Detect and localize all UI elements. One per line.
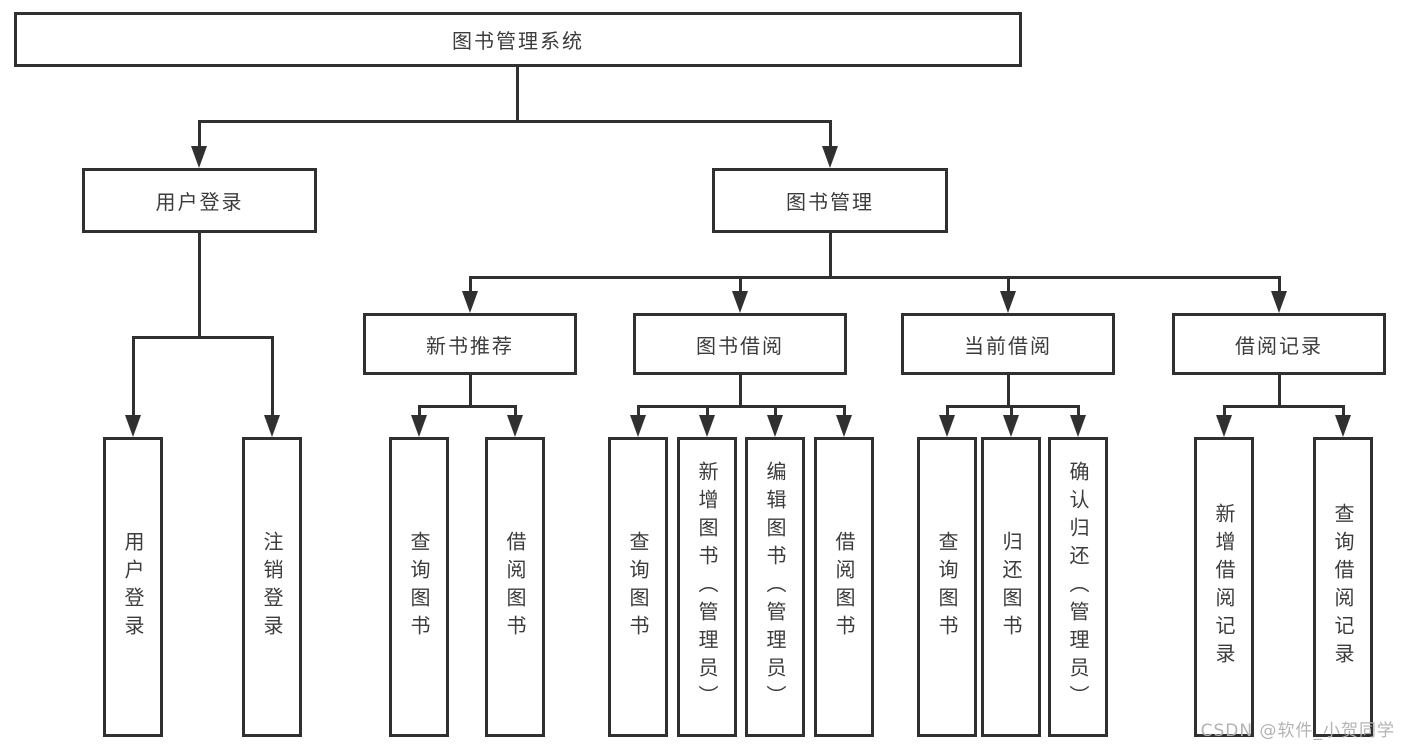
arrow-down-icon	[836, 415, 852, 437]
connector-drop-leaf	[945, 405, 949, 417]
connector-new-book-recommend-branch-line	[417, 405, 517, 408]
connector-drop-leaf	[1341, 405, 1345, 417]
connector-drop-new-book-recommend	[468, 276, 472, 293]
arrow-down-icon	[1335, 415, 1351, 437]
connector-drop-book-management	[828, 120, 832, 148]
connector-drop-borrowing-records	[1277, 276, 1281, 293]
arrow-down-icon	[699, 415, 715, 437]
node-user-login-label: 用户登录	[155, 190, 244, 214]
arrow-down-icon	[630, 415, 646, 437]
leaf-add-borrow-record: 新增借阅记录	[1194, 437, 1254, 737]
leaf-recommend-query-books: 查询图书	[389, 437, 449, 737]
leaf-recommend-query-books-label: 查询图书	[407, 531, 431, 643]
connector-drop-leaf	[842, 405, 846, 417]
connector-drop-leaf	[773, 405, 777, 417]
leaf-confirm-return-admin-label: 确认归还（管理员）	[1066, 461, 1090, 713]
connector-drop-leaf	[1076, 405, 1080, 417]
node-book-borrowing: 图书借阅	[633, 313, 847, 375]
connector-drop-leaf	[417, 405, 421, 417]
connector-new-book-recommend-stem	[468, 375, 472, 408]
connector-drop-book-borrowing	[738, 276, 742, 293]
connector-root-branch-line	[197, 120, 832, 123]
arrow-down-icon	[1070, 415, 1086, 437]
connector-root-stem	[515, 67, 519, 120]
connector-drop-leaf	[636, 405, 640, 417]
leaf-logout-label: 注销登录	[260, 531, 284, 643]
node-borrowing-records-label: 借阅记录	[1235, 333, 1323, 358]
leaf-return-books: 归还图书	[981, 437, 1041, 737]
leaf-recommend-borrow-books-label: 借阅图书	[503, 531, 527, 643]
node-current-borrowing-label: 当前借阅	[964, 333, 1052, 358]
arrow-down-icon	[939, 415, 955, 437]
leaf-borrowing-query-books-label: 查询图书	[626, 531, 650, 643]
connector-book-borrowing-stem	[738, 375, 742, 408]
node-new-book-recommend-label: 新书推荐	[426, 333, 514, 358]
node-new-book-recommend: 新书推荐	[363, 313, 577, 375]
leaf-return-books-label: 归还图书	[999, 531, 1023, 643]
arrow-down-icon	[1003, 415, 1019, 437]
connector-drop-leaf	[705, 405, 709, 417]
connector-drop-leaf	[513, 405, 517, 417]
node-book-management-label: 图书管理	[786, 190, 874, 214]
connector-drop-current-borrowing	[1006, 276, 1010, 293]
arrow-down-icon	[1216, 415, 1232, 437]
leaf-edit-books-admin-label: 编辑图书（管理员）	[763, 461, 787, 713]
leaf-query-borrow-record-label: 查询借阅记录	[1331, 503, 1355, 671]
leaf-user-login-label: 用户登录	[121, 531, 145, 643]
connector-current-borrowing-stem	[1006, 375, 1010, 408]
arrow-down-icon	[125, 415, 141, 437]
leaf-current-query-books: 查询图书	[917, 437, 977, 737]
arrow-down-icon	[1271, 291, 1287, 313]
node-current-borrowing: 当前借阅	[901, 313, 1115, 375]
connector-book-management-branch-line	[468, 276, 1281, 279]
leaf-logout: 注销登录	[242, 437, 302, 737]
leaf-confirm-return-admin: 确认归还（管理员）	[1048, 437, 1108, 737]
arrow-down-icon	[191, 146, 207, 168]
node-user-login: 用户登录	[82, 168, 317, 233]
connector-drop-user-login	[197, 120, 201, 148]
connector-borrowing-records-stem	[1277, 375, 1281, 408]
connector-current-borrowing-branch-line	[945, 405, 1080, 408]
arrow-down-icon	[411, 415, 427, 437]
node-book-management: 图书管理	[712, 168, 948, 233]
connector-drop-leaf-logout	[270, 336, 274, 417]
arrow-down-icon	[1000, 291, 1016, 313]
leaf-borrowing-query-books: 查询图书	[608, 437, 668, 737]
leaf-current-query-books-label: 查询图书	[935, 531, 959, 643]
csdn-watermark: CSDN @软件_小贺同学	[1200, 721, 1395, 741]
leaf-recommend-borrow-books: 借阅图书	[485, 437, 545, 737]
node-book-borrowing-label: 图书借阅	[696, 333, 784, 358]
leaf-add-books-admin-label: 新增图书（管理员）	[695, 461, 719, 713]
connector-book-borrowing-branch-line	[636, 405, 846, 408]
arrow-down-icon	[732, 291, 748, 313]
leaf-borrow-books-label: 借阅图书	[832, 531, 856, 643]
connector-user-login-stem	[197, 233, 201, 337]
node-borrowing-records: 借阅记录	[1172, 313, 1386, 375]
connector-drop-leaf	[1009, 405, 1013, 417]
arrow-down-icon	[462, 291, 478, 313]
arrow-down-icon	[767, 415, 783, 437]
connector-book-management-stem	[828, 233, 832, 279]
node-root: 图书管理系统	[14, 12, 1022, 67]
leaf-add-borrow-record-label: 新增借阅记录	[1212, 503, 1236, 671]
connector-user-login-branch-line	[131, 336, 274, 339]
connector-drop-leaf-user-login	[131, 336, 135, 417]
node-root-label: 图书管理系统	[452, 29, 584, 53]
leaf-edit-books-admin: 编辑图书（管理员）	[745, 437, 805, 737]
connector-borrowing-records-branch-line	[1222, 405, 1345, 408]
arrow-down-icon	[822, 146, 838, 168]
leaf-query-borrow-record: 查询借阅记录	[1313, 437, 1373, 737]
leaf-borrow-books: 借阅图书	[814, 437, 874, 737]
arrow-down-icon	[507, 415, 523, 437]
arrow-down-icon	[264, 415, 280, 437]
leaf-add-books-admin: 新增图书（管理员）	[677, 437, 737, 737]
leaf-user-login: 用户登录	[103, 437, 163, 737]
connector-drop-leaf	[1222, 405, 1226, 417]
